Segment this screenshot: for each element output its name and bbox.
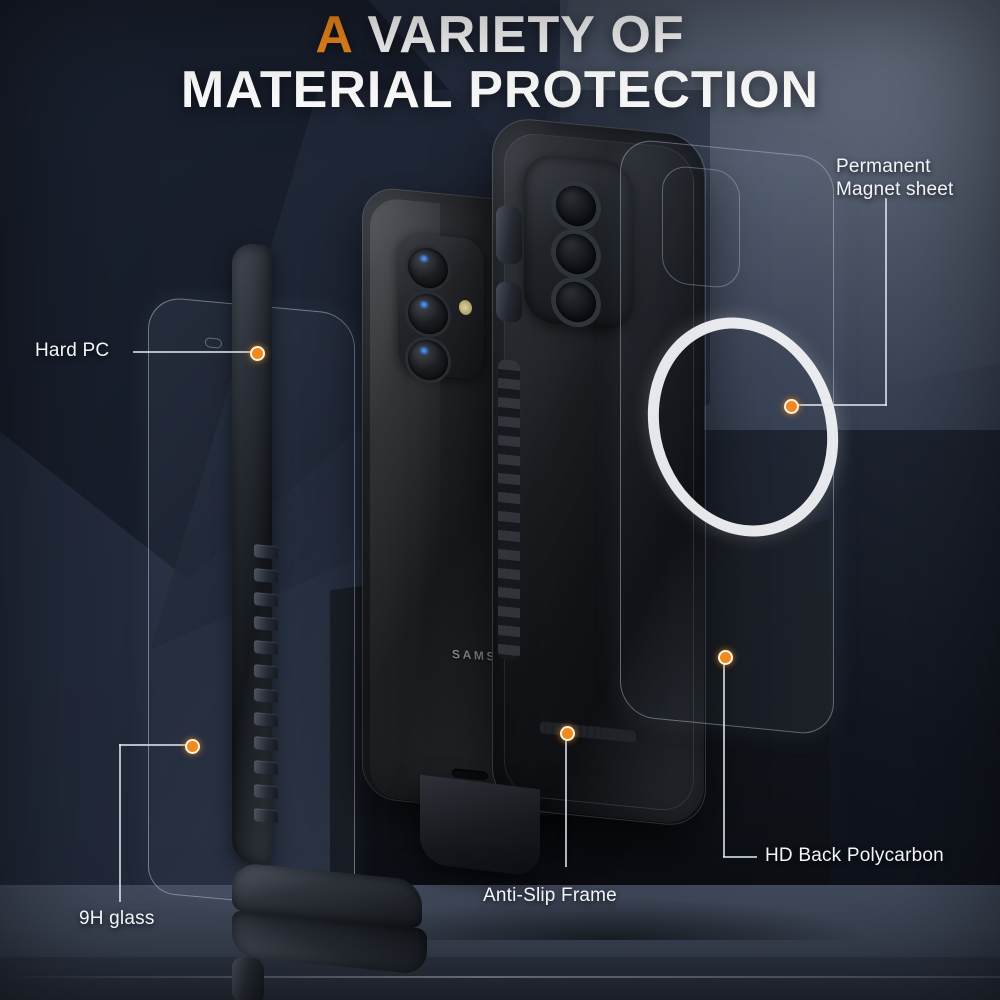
callout-dot-hard-pc xyxy=(250,346,265,361)
callout-line-hd-horizontal xyxy=(723,856,757,858)
callout-dot-anti-slip xyxy=(560,726,575,741)
callout-line-anti-slip xyxy=(565,731,567,867)
callout-line-9h-horizontal xyxy=(119,744,191,746)
callout-line-hd-vertical xyxy=(723,655,725,857)
callout-label-hd-back-polycarbon: HD Back Polycarbon xyxy=(765,845,944,866)
callout-label-anti-slip-frame: Anti-Slip Frame xyxy=(483,885,617,906)
magnet-label-line-1: Permanent xyxy=(836,156,931,177)
magnet-label-line-2: Magnet sheet xyxy=(836,179,954,201)
callout-line-9h-vertical xyxy=(119,744,121,902)
title-line-1: A VARIETY OF xyxy=(0,6,1000,64)
callout-line-magnet-v xyxy=(885,198,887,406)
title-accent-letter: A xyxy=(315,6,352,64)
callout-dot-9h-glass xyxy=(185,739,200,754)
title-line-1-rest: VARIETY OF xyxy=(351,6,685,64)
title-line-2: MATERIAL PROTECTION xyxy=(180,61,820,120)
page-title: A VARIETY OF MATERIAL PROTECTION xyxy=(0,6,1000,120)
callout-line-magnet-h xyxy=(795,404,887,406)
callout-label-hard-pc: Hard PC xyxy=(35,340,110,361)
callout-line-hard-pc xyxy=(133,351,253,353)
callout-label-9h-glass: 9H glass xyxy=(79,908,155,929)
callout-dot-magnet xyxy=(784,399,799,414)
callout-dot-hd-back xyxy=(718,650,733,665)
callout-label-permanent-magnet-sheet: Permanent Magnet sheet xyxy=(836,155,954,201)
floor-highlight-line xyxy=(0,976,1000,978)
